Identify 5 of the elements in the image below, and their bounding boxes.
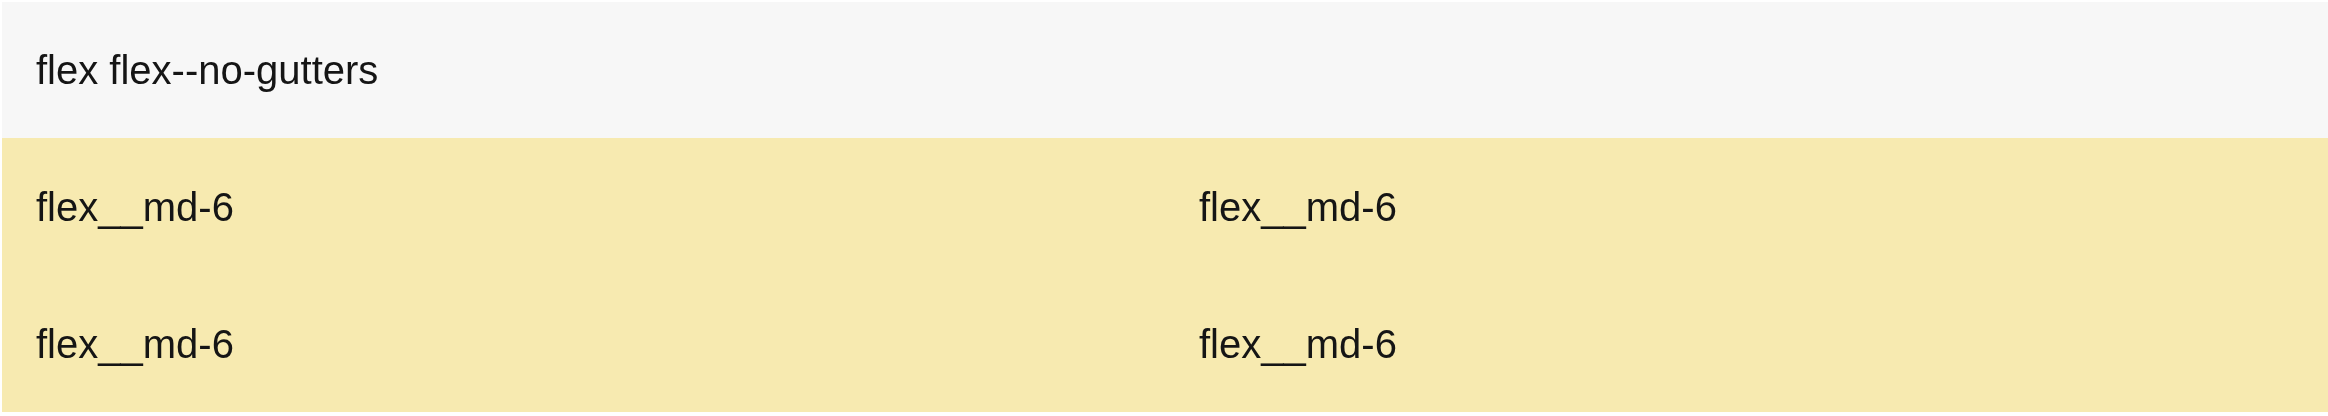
column-label: flex__md-6 bbox=[1199, 320, 1397, 368]
panel-heading: flex flex--no-gutters bbox=[36, 47, 379, 94]
column-label: flex__md-6 bbox=[36, 320, 234, 368]
column-label: flex__md-6 bbox=[1199, 183, 1397, 231]
column-label: flex__md-6 bbox=[36, 183, 234, 231]
